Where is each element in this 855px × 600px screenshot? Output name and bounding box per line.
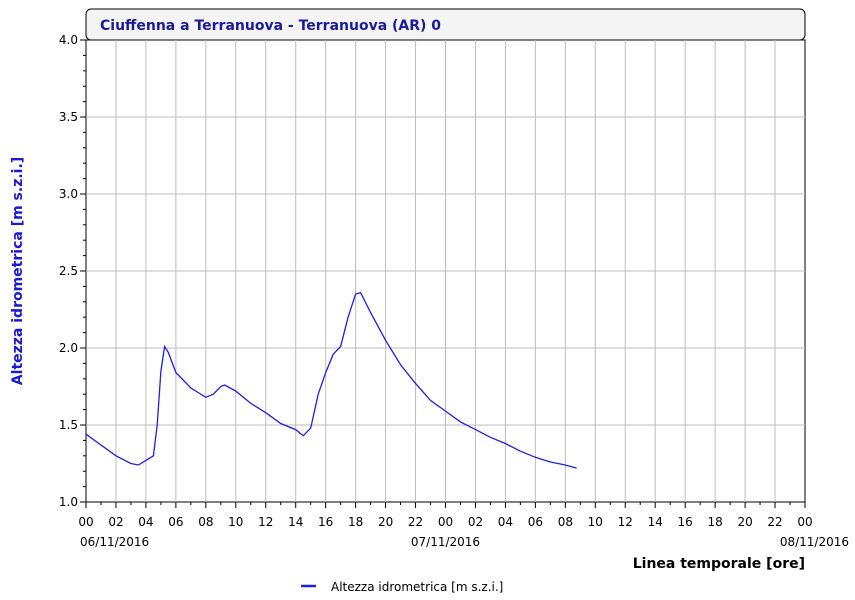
series-layer bbox=[85, 291, 577, 469]
y-tick-label: 3.0 bbox=[59, 187, 78, 201]
x-tick-label: 02 bbox=[108, 515, 123, 529]
y-axis-label: Altezza idrometrica [m s.z.i.] bbox=[10, 157, 26, 385]
axis-ticks bbox=[80, 39, 806, 508]
legend-label: Altezza idrometrica [m s.z.i.] bbox=[331, 580, 503, 594]
y-tick-label: 4.0 bbox=[59, 33, 78, 47]
y-tick-label: 1.0 bbox=[59, 495, 78, 509]
x-tick-label: 18 bbox=[707, 515, 722, 529]
x-tick-label: 00 bbox=[797, 515, 812, 529]
y-tick-label: 2.0 bbox=[59, 341, 78, 355]
y-tick-label: 1.5 bbox=[59, 418, 78, 432]
x-tick-label: 14 bbox=[648, 515, 663, 529]
x-date-label: 07/11/2016 bbox=[411, 535, 480, 549]
x-tick-label: 06 bbox=[528, 515, 543, 529]
x-tick-label: 16 bbox=[678, 515, 693, 529]
grid bbox=[86, 40, 805, 502]
y-tick-label: 2.5 bbox=[59, 264, 78, 278]
x-tick-label: 08 bbox=[558, 515, 573, 529]
x-tick-label: 06 bbox=[168, 515, 183, 529]
x-axis-label: Linea temporale [ore] bbox=[633, 556, 805, 572]
x-date-label: 06/11/2016 bbox=[80, 535, 149, 549]
x-tick-label: 12 bbox=[618, 515, 633, 529]
y-axis-tick-labels: 1.0 1.5 2.0 2.5 3.0 3.5 4.0 bbox=[59, 33, 78, 509]
x-tick-label: 18 bbox=[348, 515, 363, 529]
x-tick-label: 16 bbox=[318, 515, 333, 529]
x-tick-label: 04 bbox=[138, 515, 153, 529]
x-axis-date-labels: 06/11/2016 07/11/2016 08/11/2016 bbox=[80, 535, 849, 549]
x-tick-label: 10 bbox=[228, 515, 243, 529]
x-tick-label: 12 bbox=[258, 515, 273, 529]
chart-title-bar: Ciuffenna a Terranuova - Terranuova (AR)… bbox=[85, 8, 806, 41]
legend: Altezza idrometrica [m s.z.i.] bbox=[301, 580, 503, 594]
x-tick-label: 20 bbox=[737, 515, 752, 529]
x-tick-label: 02 bbox=[468, 515, 483, 529]
y-tick-label: 3.5 bbox=[59, 110, 78, 124]
x-tick-label: 04 bbox=[498, 515, 513, 529]
x-tick-label: 10 bbox=[588, 515, 603, 529]
x-date-label: 08/11/2016 bbox=[780, 535, 849, 549]
x-axis-tick-labels: 00 02 04 06 08 10 12 14 16 18 20 22 00 02 04 06 08 10 12 14… bbox=[78, 515, 812, 529]
x-tick-label: 22 bbox=[408, 515, 423, 529]
x-tick-label: 22 bbox=[767, 515, 782, 529]
x-tick-label: 20 bbox=[378, 515, 393, 529]
series-line bbox=[85, 291, 577, 469]
chart-title: Ciuffenna a Terranuova - Terranuova (AR)… bbox=[100, 18, 441, 34]
x-tick-label: 14 bbox=[288, 515, 303, 529]
x-tick-label: 00 bbox=[78, 515, 93, 529]
x-tick-label: 08 bbox=[198, 515, 213, 529]
x-tick-label: 00 bbox=[438, 515, 453, 529]
